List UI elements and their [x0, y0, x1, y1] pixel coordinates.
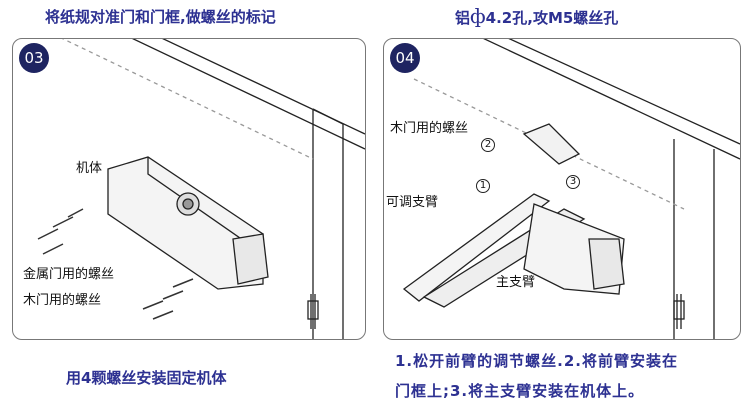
label-metal-door-screws: 金属门用的螺丝 — [23, 267, 115, 282]
caption-step3-instruction: 用4颗螺丝安装固定机体 — [66, 369, 227, 387]
caption-step4-instruction-line2: 门框上;3.将主支臂安装在机体上。 — [395, 382, 645, 400]
panel-step-04: 04 木门用的螺丝 可调支臂 主支臂 2 1 3 — [383, 38, 741, 340]
caption-material: 铝 — [455, 9, 471, 27]
step-badge-04: 04 — [390, 43, 420, 73]
diameter-symbol: ф — [470, 4, 486, 28]
marker-2: 3 — [566, 175, 580, 189]
caption-step3-title: 将纸规对准门和门框,做螺丝的标记 — [45, 8, 276, 26]
label-wood-door-screws: 木门用的螺丝 — [23, 293, 102, 308]
caption-step4-title: 铝ф4.2孔,攻M5螺丝孔 — [455, 4, 618, 28]
label-main-arm: 主支臂 — [496, 275, 536, 290]
door-body-illustration — [37, 39, 365, 339]
caption-step4-instruction-line1: 1.松开前臂的调节螺丝.2.将前臂安装在 — [395, 352, 678, 370]
label-body: 机体 — [76, 161, 103, 176]
caption-hole-spec: 4.2孔,攻M5螺丝孔 — [485, 9, 619, 27]
marker-1: 2 — [481, 138, 495, 152]
step-badge-03: 03 — [19, 43, 49, 73]
arm-installation-illustration — [402, 39, 740, 339]
label-adjustable-arm: 可调支臂 — [386, 195, 439, 210]
label-wood-door-screws: 木门用的螺丝 — [390, 121, 469, 136]
marker-0: 1 — [476, 179, 490, 193]
panel-step-03: 03 机体 金属门用的螺丝 木门用的螺丝 — [12, 38, 366, 340]
